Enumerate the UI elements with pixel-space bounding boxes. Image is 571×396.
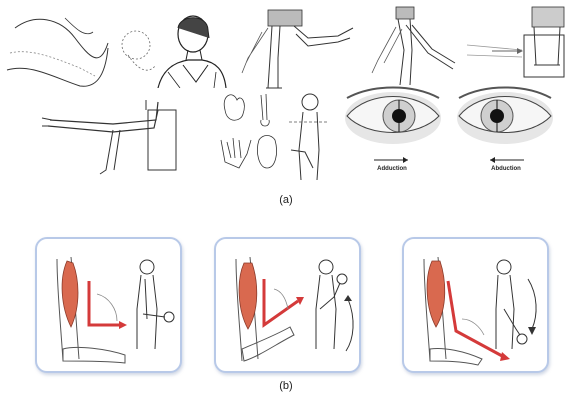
neck-rotation-illustration	[118, 10, 233, 88]
caption-a: (a)	[266, 194, 306, 206]
caption-b: (b)	[266, 380, 306, 392]
toe-extension-illustration	[5, 8, 115, 88]
adduction-label: Adduction	[362, 166, 422, 172]
left-arrow-adduction	[372, 156, 412, 164]
knee-extension-illustration	[38, 90, 178, 180]
biceps-muscle	[239, 263, 257, 329]
abduction-label: Abduction	[476, 166, 536, 172]
arm-vector-arrow	[89, 281, 119, 325]
hip-adduction-illustration	[368, 5, 458, 87]
hand-positions-illustration	[213, 90, 283, 180]
right-arrow-abduction	[486, 156, 526, 164]
arm-vector-arrow	[264, 279, 298, 325]
shoulder-flexion-illustration	[285, 90, 335, 182]
elbow-panel-extended	[35, 237, 182, 373]
left-eye-adduction	[343, 86, 443, 146]
elbow-panel-flexing	[214, 237, 361, 373]
elbow-panel-lowering	[402, 237, 549, 373]
biceps-muscle	[427, 261, 445, 327]
hip-rotation-illustration	[462, 5, 567, 83]
right-eye-abduction	[455, 86, 555, 146]
hip-abduction-illustration	[238, 8, 358, 90]
